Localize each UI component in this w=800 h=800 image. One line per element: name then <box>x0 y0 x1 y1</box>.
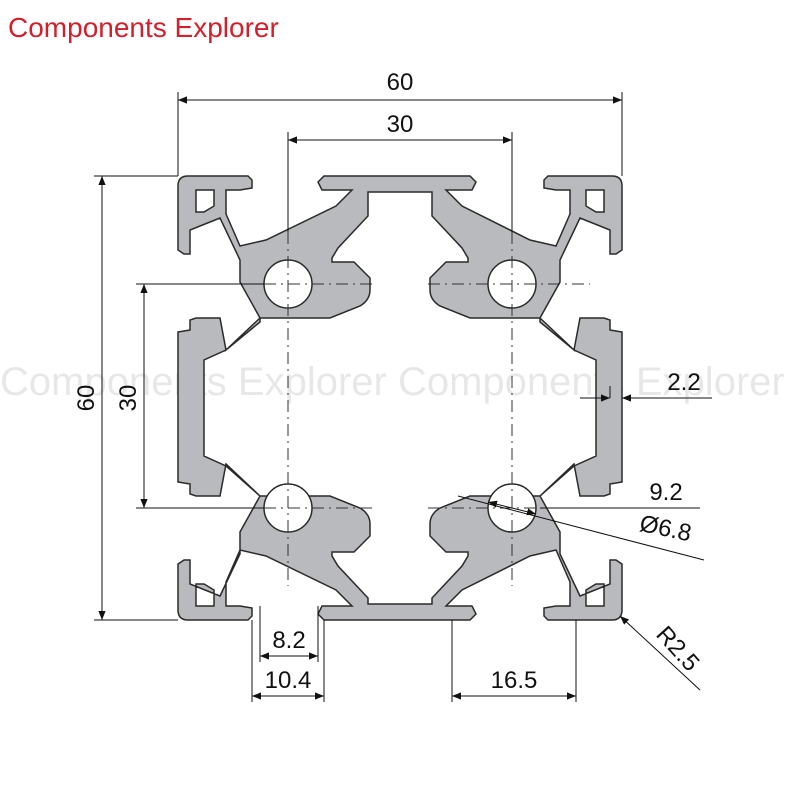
dimension-slot-offset: 16.5 <box>451 620 577 702</box>
dimension-wall-thickness: 2.2 <box>580 369 712 402</box>
dimension-corner-radius: R2.5 <box>619 615 705 691</box>
dimension-hole-spacing-x: 30 <box>287 111 513 232</box>
label-slot-offset: 16.5 <box>491 667 538 694</box>
dimension-corner-pocket: 9.2 <box>540 479 700 509</box>
label-slot-opening: 8.2 <box>272 627 305 654</box>
label-hole-diameter: Ø6.8 <box>637 510 694 547</box>
label-corner-pocket: 9.2 <box>649 479 682 506</box>
label-wall-thickness: 2.2 <box>667 369 700 396</box>
profile-cross-section <box>177 175 623 621</box>
label-overall-height: 60 <box>73 385 100 412</box>
brand-title: Components Explorer <box>8 12 279 43</box>
dimension-slot: 8.2 10.4 <box>251 606 325 702</box>
label-slot-width: 10.4 <box>265 667 312 694</box>
label-hole-spacing-y: 30 <box>115 385 142 412</box>
dimension-overall-width: 60 <box>177 69 623 176</box>
label-overall-width: 60 <box>387 69 414 96</box>
label-hole-spacing-x: 30 <box>387 111 414 138</box>
dimension-overall-height: 60 <box>73 175 178 621</box>
label-corner-radius: R2.5 <box>651 621 705 677</box>
profile-body <box>177 175 623 621</box>
dimension-hole-spacing-y: 30 <box>115 283 264 509</box>
